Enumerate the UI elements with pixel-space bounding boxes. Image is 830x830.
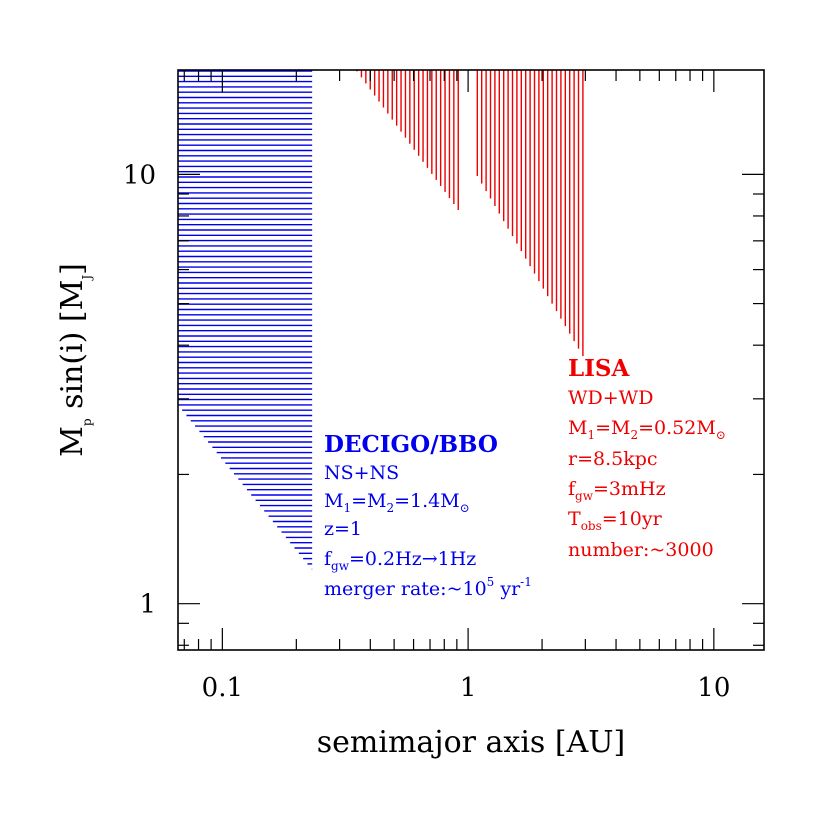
lisa-line2: M1=M2=0.52M⊙ (568, 417, 726, 442)
ylabel-end: ] (55, 263, 90, 275)
decigo-line3: z=1 (324, 518, 362, 540)
x-tick-label: 10 (697, 673, 730, 703)
x-tick-label: 0.1 (202, 673, 243, 703)
ylabel-main: M (55, 426, 90, 457)
y-tick-label: 10 (123, 160, 156, 190)
lisa-line6: number:~3000 (568, 539, 714, 561)
lisa-line3: r=8.5kpc (568, 448, 658, 470)
plot-frame (177, 69, 765, 651)
decigo-line5: merger rate:~105 yr-1 (324, 575, 532, 600)
lisa-line5: Tobs=10yr (568, 508, 663, 533)
region-lisa-2 (476, 70, 584, 357)
decigo-title: DECIGO/BBO (324, 431, 498, 458)
lisa-annotation: LISA WD+WD M1=M2=0.52M⊙ r=8.5kpc fgw=3mH… (568, 355, 726, 561)
y-axis-label: Mp sin(i) [MJ] (55, 263, 94, 457)
decigo-line1: NS+NS (324, 462, 399, 484)
lisa-line4: fgw=3mHz (568, 478, 666, 503)
lisa-title: LISA (568, 355, 631, 382)
ylabel-mid: sin(i) [M (55, 280, 90, 419)
ylabel-sub2: J (80, 275, 94, 282)
ylabel-sub1: p (80, 418, 94, 426)
decigo-line2: M1=M2=1.4M⊙ (324, 490, 470, 515)
axis-ticks (178, 70, 764, 650)
lisa-line1: WD+WD (568, 387, 653, 409)
decigo-annotation: DECIGO/BBO NS+NS M1=M2=1.4M⊙ z=1 fgw=0.2… (324, 431, 532, 600)
x-axis-label: semimajor axis [AU] (317, 725, 625, 760)
y-tick-label: 1 (139, 590, 156, 620)
decigo-line4: fgw=0.2Hz→1Hz (324, 548, 476, 573)
hatched-regions (178, 70, 584, 570)
region-decigo-bbo-0 (178, 70, 313, 570)
x-tick-label: 1 (460, 673, 477, 703)
tick-labels: 0.1 1 10 1 10 (123, 160, 730, 703)
region-lisa-1 (356, 70, 459, 211)
